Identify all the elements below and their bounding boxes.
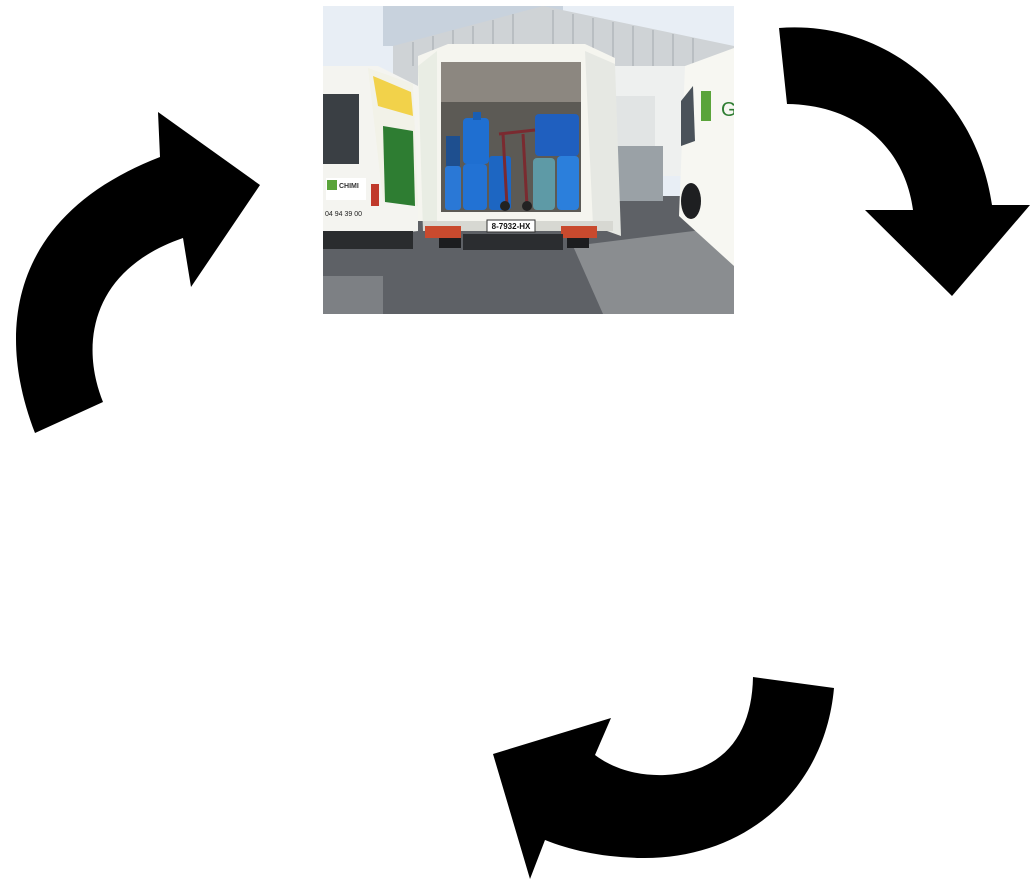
left-arrow — [16, 112, 260, 433]
bottom-arrow — [493, 677, 834, 879]
top-right-arrow — [779, 27, 1030, 296]
